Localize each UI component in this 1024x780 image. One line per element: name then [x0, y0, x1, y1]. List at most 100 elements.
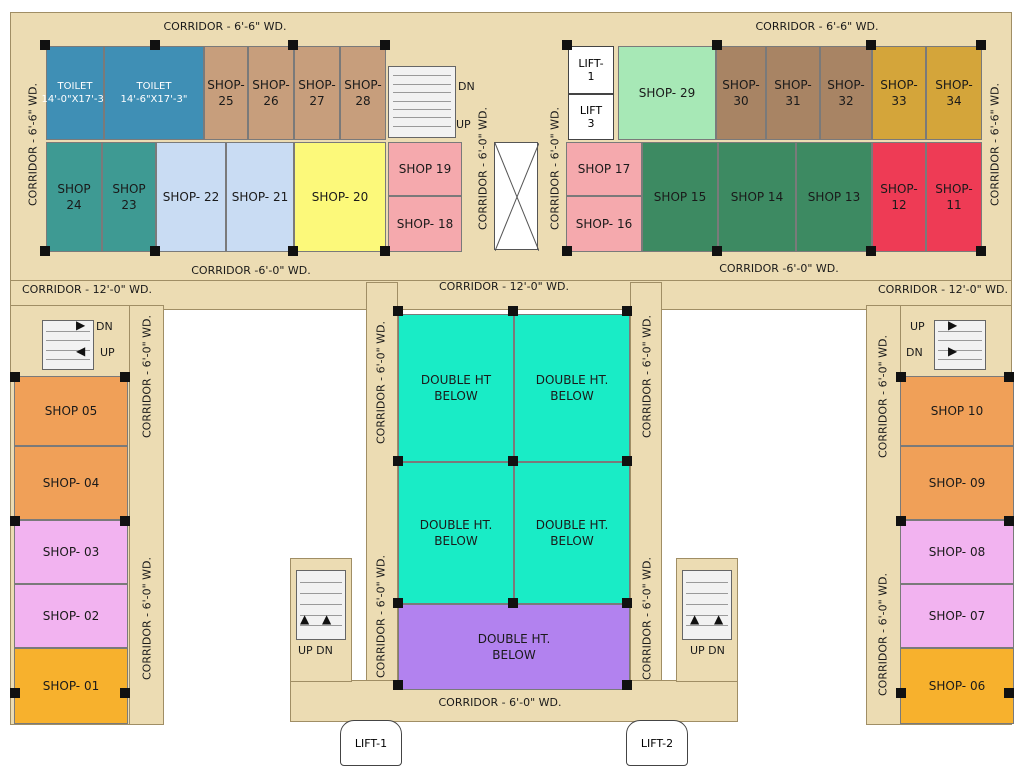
bottom-right-stair-label: UP DN — [690, 644, 725, 657]
corridor-left-wing-1-label: CORRIDOR - 6'-0" WD. — [140, 315, 154, 438]
column — [508, 598, 518, 608]
column — [562, 246, 572, 256]
column — [393, 456, 403, 466]
shop-30: SHOP- 30 — [716, 46, 766, 140]
left-stair-up: UP — [100, 346, 115, 359]
column — [1004, 372, 1014, 382]
lift-2-bottom: LIFT-2 — [626, 720, 688, 766]
shop-24: SHOP 24 — [46, 142, 102, 252]
shop-21: SHOP- 21 — [226, 142, 294, 252]
shop-08: SHOP- 08 — [900, 520, 1014, 584]
right-stair-up: UP — [910, 320, 925, 333]
left-stair-dn: DN — [96, 320, 113, 333]
double-ht-2: DOUBLE HT. BELOW — [514, 314, 630, 462]
column — [622, 306, 632, 316]
left-wing-stair — [42, 320, 94, 370]
bottom-right-up-arrow-icon: ▲ — [690, 612, 700, 626]
toilet-2: TOILET 14'-6"X17'-3" — [104, 46, 204, 140]
atrium-left-corridor — [366, 282, 398, 722]
shop-20: SHOP- 20 — [294, 142, 386, 252]
shop-32: SHOP- 32 — [820, 46, 872, 140]
column — [10, 516, 20, 526]
shop-09: SHOP- 09 — [900, 446, 1014, 520]
column — [866, 246, 876, 256]
column — [622, 456, 632, 466]
lift-1-top: LIFT- 1 — [568, 46, 614, 94]
column — [896, 688, 906, 698]
column — [10, 372, 20, 382]
shop-27: SHOP- 27 — [294, 46, 340, 140]
shop-29: SHOP- 29 — [618, 46, 716, 140]
shop-33: SHOP- 33 — [872, 46, 926, 140]
column — [622, 598, 632, 608]
double-ht-3: DOUBLE HT. BELOW — [398, 462, 514, 604]
bottom-right-stair — [682, 570, 732, 640]
column — [896, 372, 906, 382]
shop-14: SHOP 14 — [718, 142, 796, 252]
corridor-inner-right-label: CORRIDOR - 6'-0" WD. — [548, 107, 562, 230]
shop-17: SHOP 17 — [566, 142, 642, 196]
shop-22: SHOP- 22 — [156, 142, 226, 252]
column — [120, 372, 130, 382]
right-stair-dn: DN — [906, 346, 923, 359]
shop-12: SHOP- 12 — [872, 142, 926, 252]
double-ht-1: DOUBLE HT BELOW — [398, 314, 514, 462]
right-wing-stair — [934, 320, 986, 370]
corridor-top-left-label: CORRIDOR - 6'-6" WD. — [163, 20, 287, 33]
column — [380, 40, 390, 50]
bottom-left-up-arrow-icon: ▲ — [300, 612, 310, 626]
column — [712, 40, 722, 50]
column — [393, 680, 403, 690]
double-ht-5: DOUBLE HT. BELOW — [398, 604, 630, 690]
column — [508, 456, 518, 466]
shop-07: SHOP- 07 — [900, 584, 1014, 648]
column — [393, 598, 403, 608]
toilet-1: TOILET 14'-0"X17'-3" — [42, 46, 108, 140]
shop-11: SHOP- 11 — [926, 142, 982, 252]
column — [1004, 688, 1014, 698]
corridor-left-wing-2-label: CORRIDOR - 6'-0" WD. — [140, 557, 154, 680]
corridor-wide-left-label: CORRIDOR - 12'-0" WD. — [22, 283, 152, 296]
column — [10, 688, 20, 698]
column — [976, 40, 986, 50]
top-stair-dn: DN — [458, 80, 475, 93]
lift-3-top: LIFT 3 — [568, 94, 614, 140]
top-stair — [388, 66, 456, 138]
corridor-atrium-left-2-label: CORRIDOR - 6'-0" WD. — [374, 555, 388, 678]
double-ht-4: DOUBLE HT. BELOW — [514, 462, 630, 604]
shop-28: SHOP- 28 — [340, 46, 386, 140]
column — [120, 688, 130, 698]
column — [508, 306, 518, 316]
column — [712, 246, 722, 256]
shop-31: SHOP- 31 — [766, 46, 820, 140]
shop-26: SHOP- 26 — [248, 46, 294, 140]
shop-25: SHOP- 25 — [204, 46, 248, 140]
shop-16: SHOP- 16 — [566, 196, 642, 252]
column — [896, 516, 906, 526]
corridor-wide-center-label: CORRIDOR - 12'-0" WD. — [439, 280, 569, 293]
void-shaft — [494, 142, 539, 251]
shop-18: SHOP- 18 — [388, 196, 462, 252]
right-stair-arrow-up-icon: ▶ — [948, 318, 958, 332]
corridor-right-wing-2-label: CORRIDOR - 6'-0" WD. — [876, 573, 890, 696]
corridor-upper-mid-right-label: CORRIDOR -6'-0" WD. — [719, 262, 839, 275]
left-stair-arrow-up-icon: ◀ — [76, 344, 86, 358]
shop-05: SHOP 05 — [14, 376, 128, 446]
column — [150, 40, 160, 50]
corridor-inner-left-label: CORRIDOR - 6'-0" WD. — [476, 107, 490, 230]
column — [40, 40, 50, 50]
shop-10: SHOP 10 — [900, 376, 1014, 446]
left-stair-arrow-dn-icon: ▶ — [76, 318, 86, 332]
column — [866, 40, 876, 50]
column — [1004, 516, 1014, 526]
column — [393, 306, 403, 316]
shop-13: SHOP 13 — [796, 142, 872, 252]
column — [622, 680, 632, 690]
bottom-left-stair-label: UP DN — [298, 644, 333, 657]
column — [288, 40, 298, 50]
column — [120, 516, 130, 526]
shop-19: SHOP 19 — [388, 142, 462, 196]
shop-15: SHOP 15 — [642, 142, 718, 252]
wide-corridor-area — [10, 280, 1012, 310]
